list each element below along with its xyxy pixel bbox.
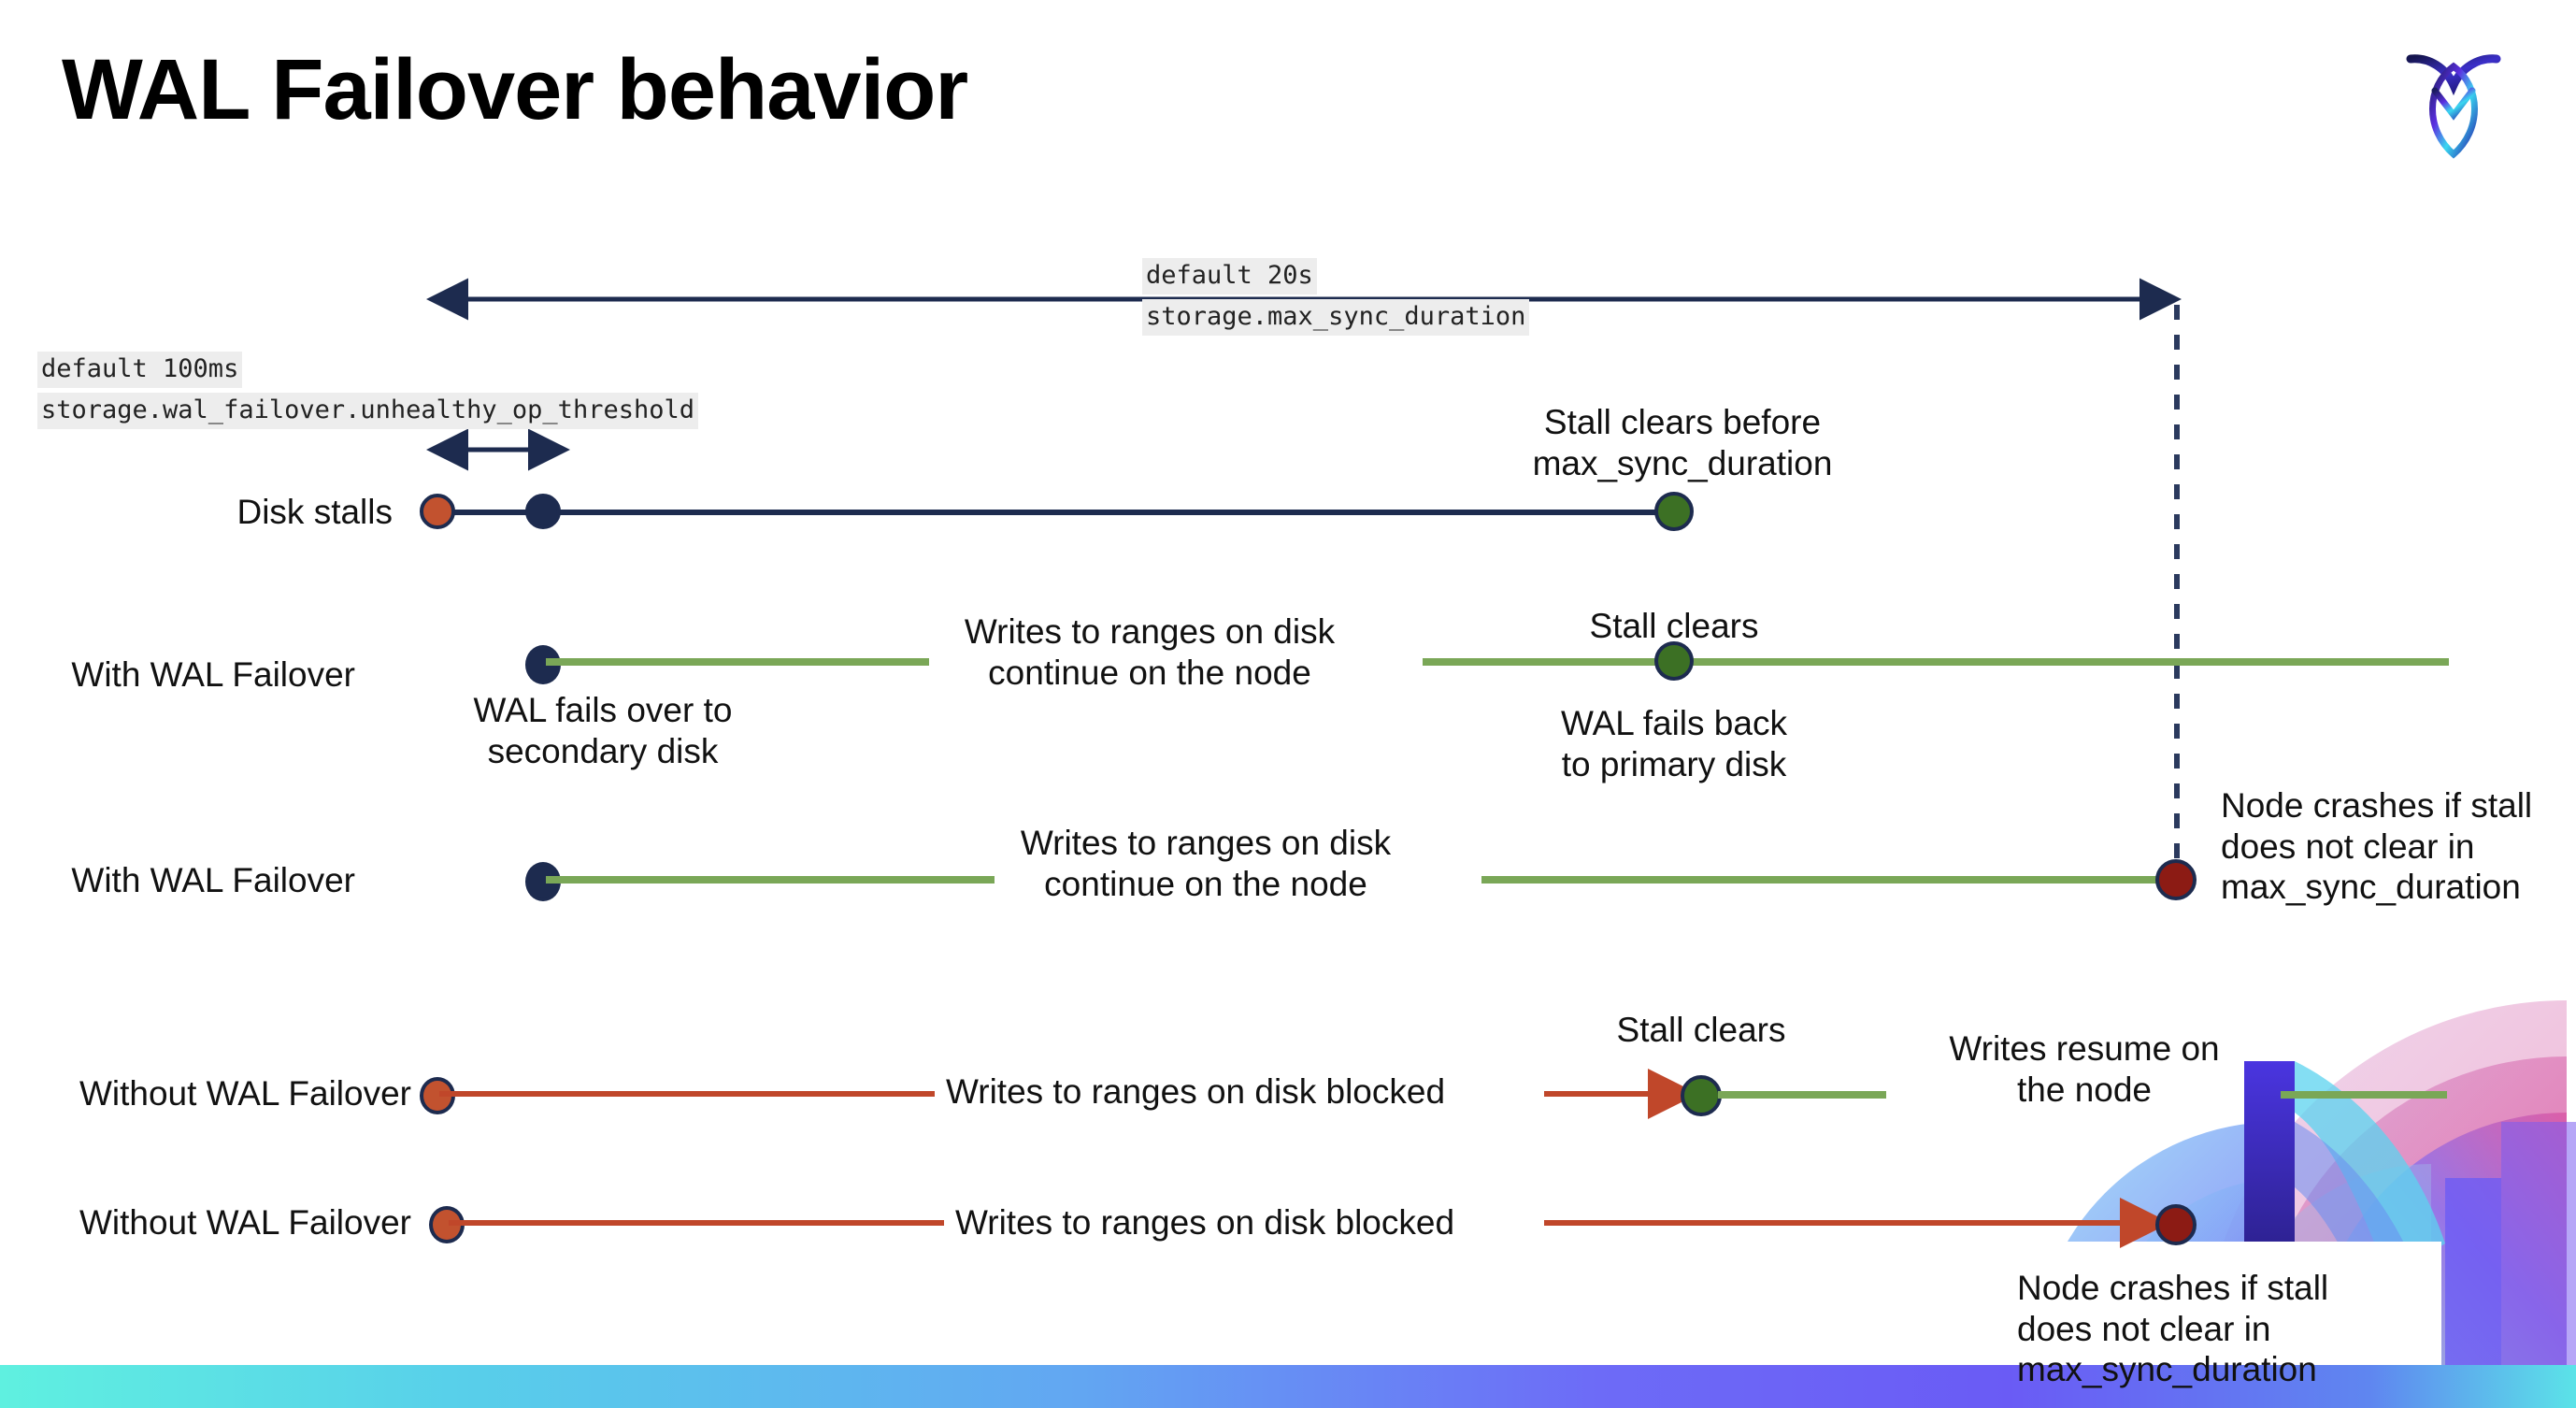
row3-annotation-node-crashes: Node crashes if stall does not clear in … [2221, 786, 2533, 907]
row-label-with-wal-failover-2: With WAL Failover [71, 861, 355, 899]
max-sync-default-chip: default 20s [1142, 258, 1317, 295]
row5-annotation-node-crashes: Node crashes if stall does not clear in … [2017, 1269, 2329, 1389]
row3-green-segment-right [1481, 876, 2173, 884]
row2-green-segment-right [1423, 658, 2449, 666]
row3-green-segment-left [546, 876, 995, 884]
row2-stall-clear-dot [1654, 641, 1694, 681]
row5-node-crash-dot [2155, 1204, 2197, 1245]
row2-annotation-stall-clears: Stall clears [1589, 607, 1759, 645]
annotation-backdrop [1976, 1242, 2441, 1365]
row4-annotation-writes-blocked: Writes to ranges on disk blocked [946, 1072, 1446, 1111]
row1-stall-clear-dot [1654, 492, 1694, 531]
row4-stall-start-dot [420, 1077, 455, 1114]
cockroachdb-logo-icon [2397, 33, 2510, 164]
row-label-with-wal-failover-1: With WAL Failover [71, 655, 355, 694]
row2-green-segment-left [546, 658, 929, 666]
row-label-without-wal-failover-1: Without WAL Failover [79, 1074, 411, 1113]
row3-node-crash-dot [2155, 859, 2197, 900]
row2-failover-dot [525, 645, 561, 684]
row4-green-segment-mid [1718, 1091, 1886, 1099]
row1-stall-start-dot [420, 494, 455, 529]
row4-stall-clear-dot [1681, 1075, 1722, 1116]
row4-green-segment-right [2281, 1091, 2447, 1099]
row4-annotation-stall-clears: Stall clears [1616, 1011, 1786, 1049]
row2-annotation-writes-continue: Writes to ranges on disk continue on the… [964, 612, 1336, 692]
row5-annotation-writes-blocked: Writes to ranges on disk blocked [955, 1203, 1455, 1242]
row3-annotation-writes-continue: Writes to ranges on disk continue on the… [1020, 824, 1392, 903]
row1-annotation-stall-clears-before: Stall clears before max_sync_duration [1532, 403, 1833, 482]
row4-annotation-writes-resume: Writes resume on the node [1949, 1029, 2220, 1109]
row2-annotation-wal-fails-over: WAL fails over to secondary disk [473, 691, 733, 770]
max-sync-setting-chip: storage.max_sync_duration [1142, 299, 1530, 336]
unhealthy-op-default-chip: default 100ms [37, 352, 243, 388]
bottom-gradient-bar [0, 1365, 2576, 1408]
page-title: WAL Failover behavior [62, 42, 968, 137]
row1-threshold-dot [525, 494, 561, 529]
row2-annotation-wal-fails-back: WAL fails back to primary disk [1561, 704, 1787, 783]
row-label-disk-stalls: Disk stalls [236, 493, 393, 531]
row4-red-segment [439, 1091, 935, 1097]
unhealthy-op-setting-chip: storage.wal_failover.unhealthy_op_thresh… [37, 393, 698, 429]
row-label-without-wal-failover-2: Without WAL Failover [79, 1203, 411, 1242]
row1-navy-segment [439, 510, 1682, 515]
row5-red-segment [449, 1220, 944, 1226]
